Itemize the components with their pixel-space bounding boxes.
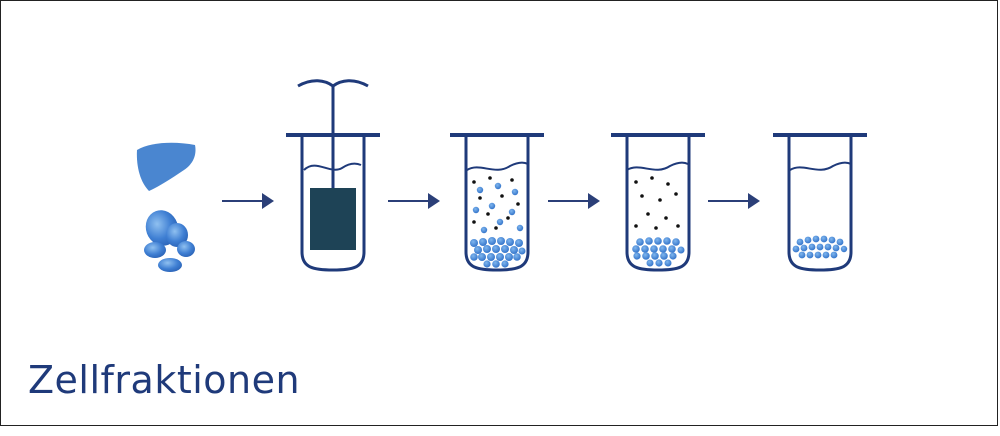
arrow-icon [548, 193, 600, 209]
test-tube [450, 133, 544, 272]
arrow-icon [708, 193, 760, 209]
test-tube [611, 133, 705, 272]
diagram-title: Zellfraktionen [28, 358, 301, 402]
test-tube [773, 133, 867, 272]
arrow-icon [222, 193, 274, 209]
liver-icon [136, 142, 196, 191]
homogenizer-tube [286, 79, 380, 272]
cells-icon [144, 210, 195, 272]
arrow-icon [388, 193, 440, 209]
